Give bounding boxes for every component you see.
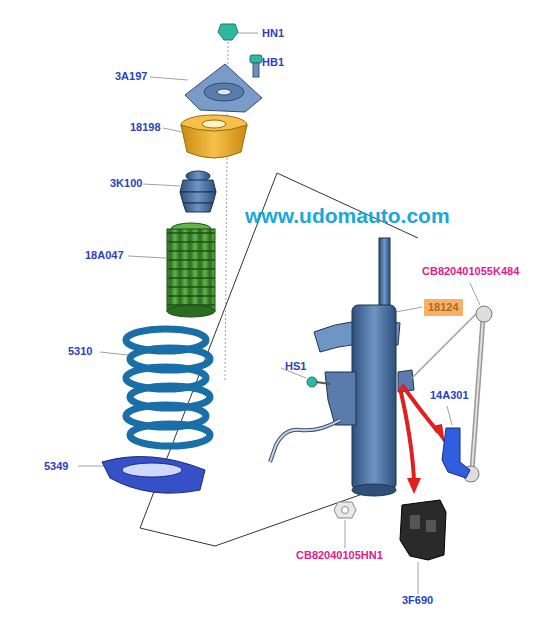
part-number: 18124 [428, 301, 459, 314]
watermark: www.udomauto.com [245, 204, 450, 228]
part-number: 18A047 [85, 249, 124, 262]
part-number: CB820401055K484 [422, 265, 519, 278]
part-number: HB1 [262, 56, 284, 69]
part-number: HN1 [262, 27, 284, 40]
part-number: 14A301 [430, 389, 469, 402]
part-number: 18198 [130, 121, 161, 134]
part-number: CB82040105HN1 [296, 549, 383, 562]
part-number: 5349 [44, 460, 68, 473]
part-number: HS1 [285, 360, 306, 373]
part-number: 5310 [68, 345, 92, 358]
part-number: 3A197 [115, 70, 147, 83]
part-number: 3F690 [402, 594, 433, 607]
highlighted-part-number: 18124 [424, 299, 463, 316]
part-number: 3K100 [110, 177, 142, 190]
